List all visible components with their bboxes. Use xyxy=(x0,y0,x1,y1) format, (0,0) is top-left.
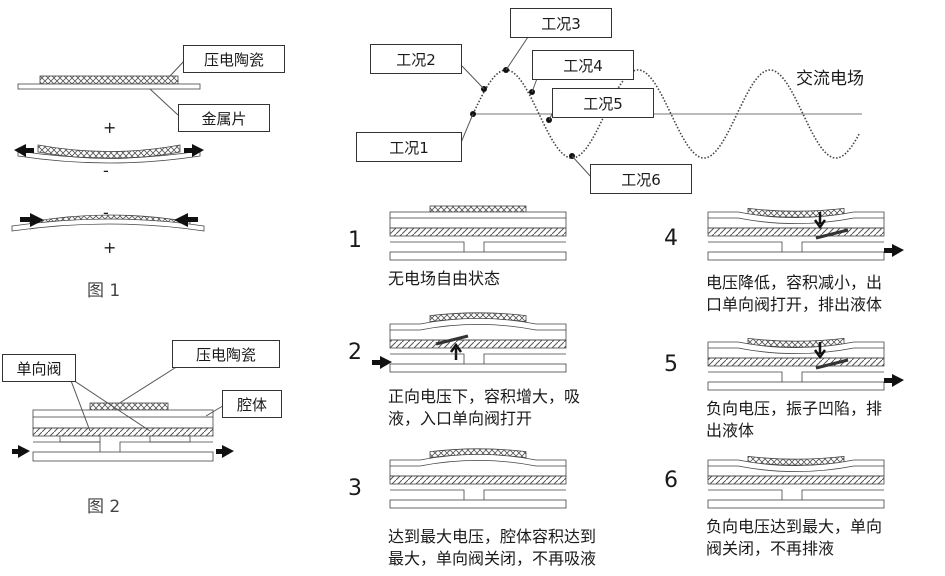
fig1-plus-sign-bottom: + xyxy=(103,238,117,257)
step-3-cavity xyxy=(389,466,567,477)
step-3-text-line2: 最大，单向阀关闭，不再吸液 xyxy=(388,549,597,568)
step-2-text-line2: 液，入口单向阀打开 xyxy=(388,409,533,428)
step-6-text-line1: 负向电压达到最大，单向 xyxy=(706,517,883,536)
step-3-text-line1: 达到最大电压，腔体容积达到 xyxy=(388,527,597,546)
figure-1-caption: 图 1 xyxy=(87,281,121,301)
step-4-base xyxy=(707,251,885,261)
step-6-valve-plate xyxy=(707,475,885,485)
fig1-plus-sign-top: + xyxy=(103,118,117,137)
step-2-valve-plate xyxy=(389,339,567,349)
step-1-number: 1 xyxy=(348,228,362,253)
cavity-label: 腔体 xyxy=(222,390,282,418)
step-1-cavity xyxy=(389,218,567,229)
piezo-ceramic-label-2: 压电陶瓷 xyxy=(172,340,280,368)
step-3-base xyxy=(389,499,567,509)
step-2-number: 2 xyxy=(348,340,362,365)
step-5-channel xyxy=(708,371,884,382)
step-4-text-line2: 口单向阀打开，排出液体 xyxy=(706,295,883,314)
condition-6-label: 工况6 xyxy=(590,164,692,194)
step-2-cavity xyxy=(389,330,567,341)
step-2-channel xyxy=(390,353,566,364)
fig1-minus-sign-bottom: - xyxy=(103,161,109,180)
step-3-valve-plate xyxy=(389,475,567,485)
condition-4-label: 工况4 xyxy=(532,50,634,80)
fig1-bent-down-plate xyxy=(11,213,205,232)
step-6-base xyxy=(707,499,885,509)
fig1-bent-up-plate xyxy=(14,144,204,164)
step-1-diaphragm xyxy=(389,211,567,219)
step-2-text-line1: 正向电压下，容积增大，吸 xyxy=(388,387,581,406)
step-1-valve-plate xyxy=(389,227,567,237)
step-4-valve-plate xyxy=(707,227,885,237)
arrow-right-icon xyxy=(884,244,904,257)
step-1-channel xyxy=(390,241,566,252)
step-3-channel xyxy=(390,489,566,500)
step-5-text-line1: 负向电压，振子凹陷，排 xyxy=(706,399,883,418)
step-5-base xyxy=(707,381,885,391)
step-3-diaphragm xyxy=(389,454,567,467)
arrow-left-icon xyxy=(174,213,198,227)
step-5-text-line2: 出液体 xyxy=(706,421,755,440)
step-4-number: 4 xyxy=(664,226,678,251)
step-2-inlet-valve-open xyxy=(435,334,469,346)
condition-1-label: 工况1 xyxy=(356,132,462,162)
metal-sheet-label: 金属片 xyxy=(178,104,270,132)
arrow-right-icon xyxy=(216,445,234,458)
step-6-channel xyxy=(708,489,884,500)
step-6-text-line2: 阀关闭，不再排液 xyxy=(706,539,835,558)
step-3-number: 3 xyxy=(348,476,362,501)
arrow-right-icon xyxy=(372,356,392,369)
figure-2-caption: 图 2 xyxy=(87,497,121,517)
arrow-down-icon xyxy=(813,212,827,230)
arrow-right-icon xyxy=(12,445,30,458)
step-1-text: 无电场自由状态 xyxy=(388,269,501,288)
ac-field-label: 交流电场 xyxy=(796,69,864,89)
check-valve-label: 单向阀 xyxy=(2,354,76,382)
fig1-flat-plate xyxy=(17,75,201,90)
step-5-outlet-valve-open xyxy=(815,358,849,370)
arrow-left-icon xyxy=(14,144,34,157)
condition-3-label: 工况3 xyxy=(510,8,612,38)
step-5-number: 5 xyxy=(664,352,678,377)
fig2-pump-structure xyxy=(12,402,234,462)
arrow-right-icon xyxy=(184,144,204,157)
arrow-right-icon xyxy=(20,213,44,227)
step-4-channel xyxy=(708,241,884,252)
step-5-valve-plate xyxy=(707,357,885,367)
piezo-ceramic-label: 压电陶瓷 xyxy=(183,45,285,73)
fig1-minus-sign-top: - xyxy=(103,203,109,222)
step-1-base xyxy=(389,251,567,261)
arrow-right-icon xyxy=(884,374,904,387)
step-4-outlet-valve-open xyxy=(815,228,849,240)
condition-5-label: 工况5 xyxy=(552,88,654,118)
step-4-text-line1: 电压降低，容积减小，出 xyxy=(706,273,883,292)
step-2-base xyxy=(389,363,567,373)
step-1-piezo xyxy=(429,205,527,213)
condition-2-label: 工况2 xyxy=(370,44,462,74)
arrow-down-icon xyxy=(813,342,827,360)
step-6-number: 6 xyxy=(664,468,678,493)
step-2-diaphragm xyxy=(389,318,567,331)
